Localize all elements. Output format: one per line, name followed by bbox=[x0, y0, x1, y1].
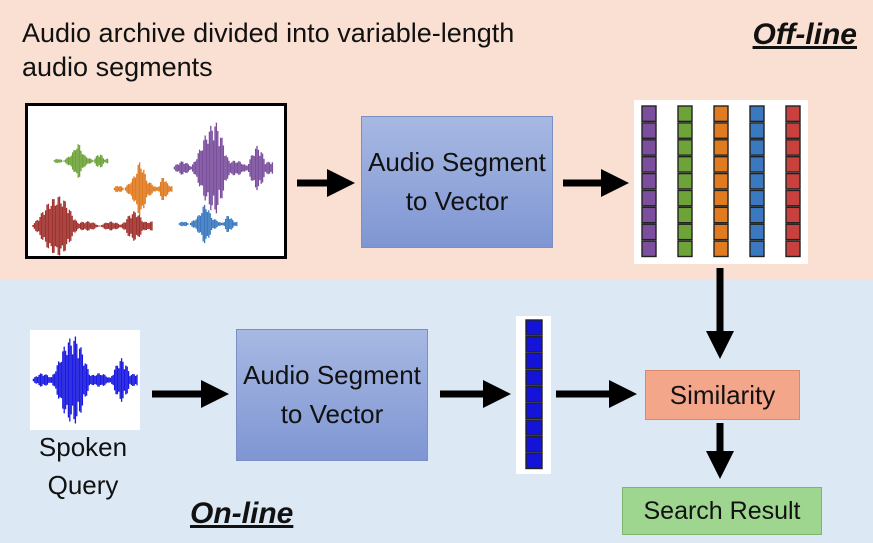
archive-caption: Audio archive divided into variable-leng… bbox=[22, 18, 515, 82]
archive-wave-red bbox=[32, 196, 153, 256]
segment-to-vector-online-box: Audio Segment to Vector bbox=[236, 329, 428, 461]
archive-wave-purple bbox=[173, 122, 274, 214]
query-wave-trace bbox=[32, 336, 138, 424]
vector-column-3 bbox=[713, 105, 729, 258]
archive-wave-blue bbox=[178, 204, 238, 244]
query-vector-column bbox=[525, 319, 543, 470]
vector-column-4 bbox=[749, 105, 765, 258]
audio-archive-image bbox=[25, 103, 287, 259]
archive-wave-orange bbox=[113, 162, 173, 216]
vector-column-5 bbox=[785, 105, 801, 258]
spoken-query-caption: Spoken Query bbox=[38, 432, 128, 500]
archive-waveforms bbox=[32, 122, 274, 256]
query-vector bbox=[516, 316, 551, 474]
spoken-query-waveform bbox=[30, 330, 140, 430]
vector-column-2 bbox=[677, 105, 693, 258]
archive-vectors bbox=[634, 100, 808, 264]
segment-to-vector-offline-box: Audio Segment to Vector bbox=[361, 116, 553, 248]
query-vector-cells bbox=[525, 319, 543, 470]
similarity-box: Similarity bbox=[645, 370, 800, 420]
offline-label: Off-line bbox=[752, 18, 857, 51]
vector-column-1 bbox=[641, 105, 657, 258]
online-label: On-line bbox=[190, 497, 294, 530]
archive-wave-green bbox=[53, 144, 109, 178]
vector-columns bbox=[641, 105, 801, 258]
query-waveform bbox=[32, 336, 138, 424]
search-result-box: Search Result bbox=[622, 487, 822, 535]
